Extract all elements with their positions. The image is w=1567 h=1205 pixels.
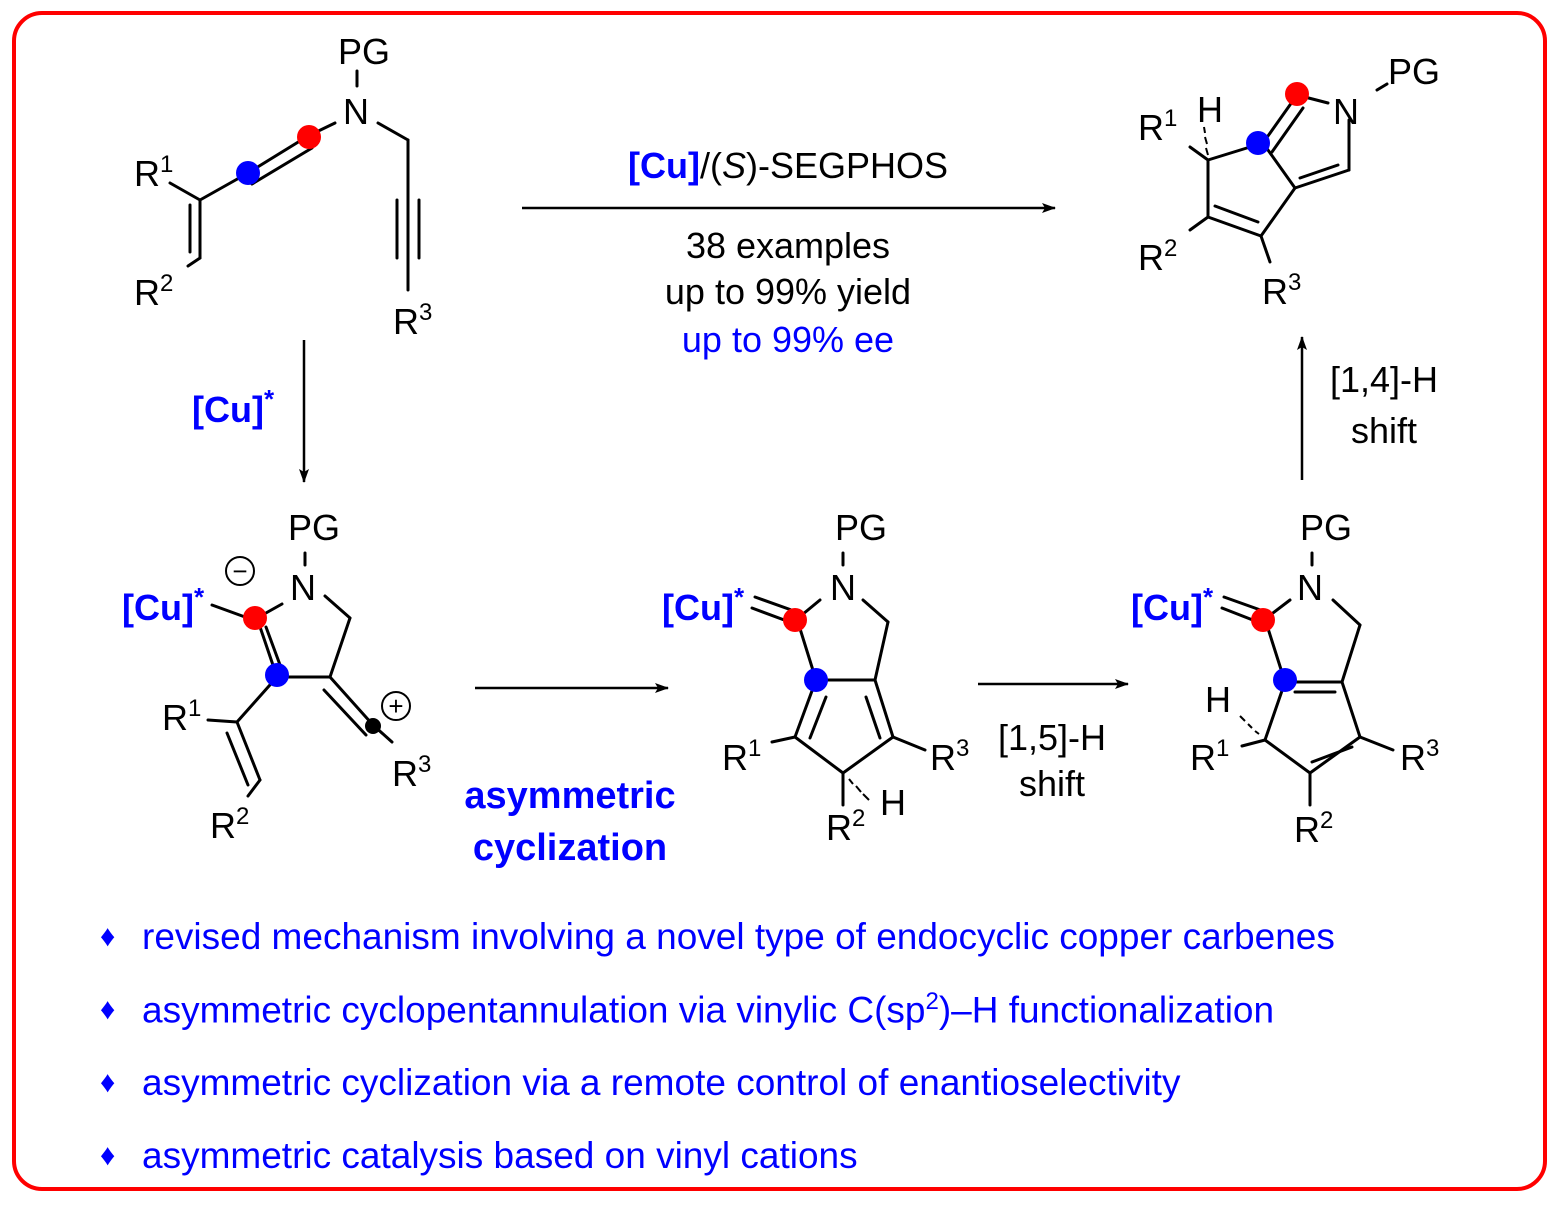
red-atom-dot bbox=[297, 125, 321, 149]
r1-label: R1 bbox=[1138, 105, 1177, 148]
copper-carbene-intermediate-1: PG N [Cu]* R1 R3 R2 H bbox=[662, 507, 969, 848]
r3-label: R3 bbox=[1262, 269, 1301, 312]
r3-label: R3 bbox=[393, 299, 432, 342]
product-structure: N PG H R1 R2 R3 bbox=[1138, 51, 1440, 312]
ee-text: up to 99% ee bbox=[682, 319, 894, 360]
r2-label: R2 bbox=[1294, 807, 1333, 850]
starting-material: PG N R1 R2 R3 bbox=[134, 31, 432, 342]
n-label: N bbox=[343, 91, 369, 132]
r1-label: R1 bbox=[722, 735, 761, 778]
pg-label: PG bbox=[835, 507, 887, 548]
highlight-item: ♦ asymmetric cyclization via a remote co… bbox=[100, 1061, 1181, 1103]
r2-label: R2 bbox=[210, 803, 249, 846]
pg-label: PG bbox=[1388, 51, 1440, 92]
yield-text: up to 99% yield bbox=[665, 271, 911, 312]
svg-text:−: − bbox=[232, 556, 247, 586]
diamond-bullet-icon: ♦ bbox=[100, 919, 116, 953]
highlight-item: ♦ asymmetric catalysis based on vinyl ca… bbox=[100, 1134, 858, 1176]
h-label: H bbox=[880, 782, 906, 823]
cyclization-label-line2: cyclization bbox=[473, 827, 667, 869]
copper-carbene-intermediate-2: PG N [Cu]* H R1 R3 R2 bbox=[1131, 507, 1439, 850]
red-atom-dot bbox=[243, 606, 267, 630]
n-label: N bbox=[290, 567, 316, 608]
highlights-list: ♦ revised mechanism involving a novel ty… bbox=[100, 900, 1520, 1192]
cu-label: [Cu]* bbox=[1131, 582, 1214, 628]
positive-charge-icon bbox=[381, 691, 411, 721]
n-label: N bbox=[1297, 567, 1323, 608]
blue-atom-dot bbox=[265, 663, 289, 687]
red-atom-dot bbox=[783, 608, 807, 632]
r1-label: R1 bbox=[162, 695, 201, 738]
blue-atom-dot bbox=[1246, 131, 1270, 155]
r2-label: R2 bbox=[826, 805, 865, 848]
scheme-frame bbox=[12, 11, 1547, 1191]
catalyst-label: [Cu]/(S)-SEGPHOS bbox=[628, 145, 948, 186]
pg-label: PG bbox=[338, 31, 390, 72]
h14-shift-label-line1: [1,4]-H bbox=[1330, 359, 1438, 400]
r3-label: R3 bbox=[930, 735, 969, 778]
n-label: N bbox=[1333, 91, 1359, 132]
r3-label: R3 bbox=[392, 751, 431, 794]
cyclization-label-line1: asymmetric bbox=[464, 775, 675, 817]
cu-catalyst-label: [Cu]* bbox=[192, 384, 275, 430]
highlight-item: ♦ revised mechanism involving a novel ty… bbox=[100, 915, 1335, 957]
diamond-bullet-icon: ♦ bbox=[100, 992, 116, 1026]
blue-atom-dot bbox=[1273, 668, 1297, 692]
r2-label: R2 bbox=[134, 270, 173, 313]
r1-label: R1 bbox=[1190, 735, 1229, 778]
r2-label: R2 bbox=[1138, 235, 1177, 278]
blue-atom-dot bbox=[804, 668, 828, 692]
r1-label: R1 bbox=[134, 151, 173, 194]
cation-carbon-dot bbox=[365, 718, 381, 734]
h15-shift-label-line2: shift bbox=[1019, 763, 1085, 804]
red-atom-dot bbox=[1285, 82, 1309, 106]
red-atom-dot bbox=[1251, 608, 1275, 632]
pg-label: PG bbox=[288, 507, 340, 548]
examples-count: 38 examples bbox=[686, 225, 890, 266]
blue-atom-dot bbox=[236, 161, 260, 185]
highlight-item: ♦ asymmetric cyclopentannulation via vin… bbox=[100, 987, 1275, 1031]
h-label: H bbox=[1197, 89, 1223, 130]
cu-label: [Cu]* bbox=[662, 582, 745, 628]
vinyl-cation-intermediate: − + PG N [Cu]* R1 R2 R3 bbox=[122, 507, 431, 846]
diamond-bullet-icon: ♦ bbox=[100, 1065, 116, 1099]
diamond-bullet-icon: ♦ bbox=[100, 1138, 116, 1172]
n-label: N bbox=[830, 567, 856, 608]
h14-shift-label-line2: shift bbox=[1351, 410, 1417, 451]
cu-label: [Cu]* bbox=[122, 582, 205, 628]
svg-text:+: + bbox=[388, 691, 403, 721]
pg-label: PG bbox=[1300, 507, 1352, 548]
negative-charge-icon bbox=[225, 556, 255, 586]
r3-label: R3 bbox=[1400, 735, 1439, 778]
h15-shift-label-line1: [1,5]-H bbox=[998, 717, 1106, 758]
h-label: H bbox=[1205, 679, 1231, 720]
